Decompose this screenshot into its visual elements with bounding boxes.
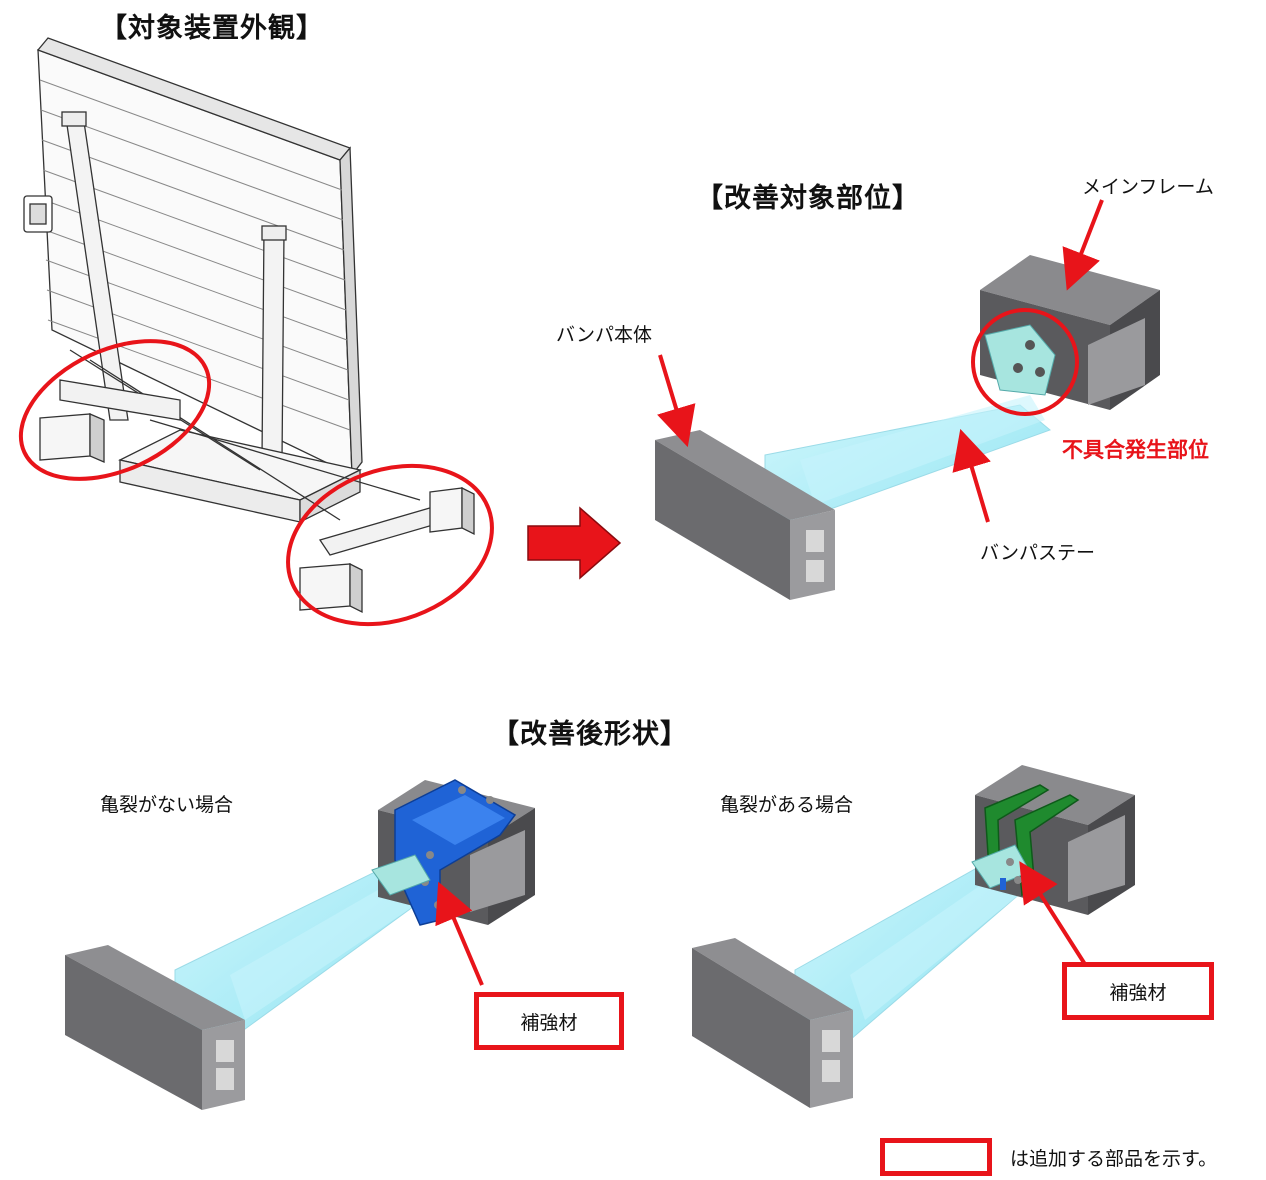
highlight-ellipse-right [286,463,494,627]
label-main-frame: メインフレーム [1082,176,1214,198]
title-after: 【改善後形状】 [492,719,688,750]
title-target-part: 【改善対象部位】 [696,183,920,214]
label-bumper-body: バンパ本体 [556,324,652,346]
legend-red-box [880,1138,992,1176]
device-exterior-drawing [23,37,475,614]
label-no-crack: 亀裂がない場合 [100,794,234,816]
defect-site-circle [971,308,1079,416]
target-part-assembly [655,255,1160,600]
after-no-crack-assembly [65,779,535,1110]
arrow-main-frame [1062,199,1104,291]
reinforcement-label-2: 補強材 [1109,981,1167,1004]
reinforcement-box-1: 補強材 [474,992,624,1050]
after-with-crack-assembly [692,765,1135,1108]
label-defect-site: 不具合発生部位 [1062,438,1209,462]
reinforcement-box-2: 補強材 [1062,962,1214,1020]
arrow-bumper-stay [952,428,991,523]
title-exterior: 【対象装置外観】 [100,13,324,44]
label-with-crack: 亀裂がある場合 [720,794,854,816]
reinforcement-label-1: 補強材 [520,1011,578,1034]
highlight-ellipse-left [18,339,212,481]
arrow-reinforcement-1 [435,881,484,986]
arrow-bumper-body [657,354,696,448]
label-bumper-stay: バンパステー [980,542,1095,564]
legend-text: は追加する部品を示す。 [1010,1148,1218,1170]
big-red-arrow [527,506,622,580]
bumper-body-shape [655,430,835,520]
